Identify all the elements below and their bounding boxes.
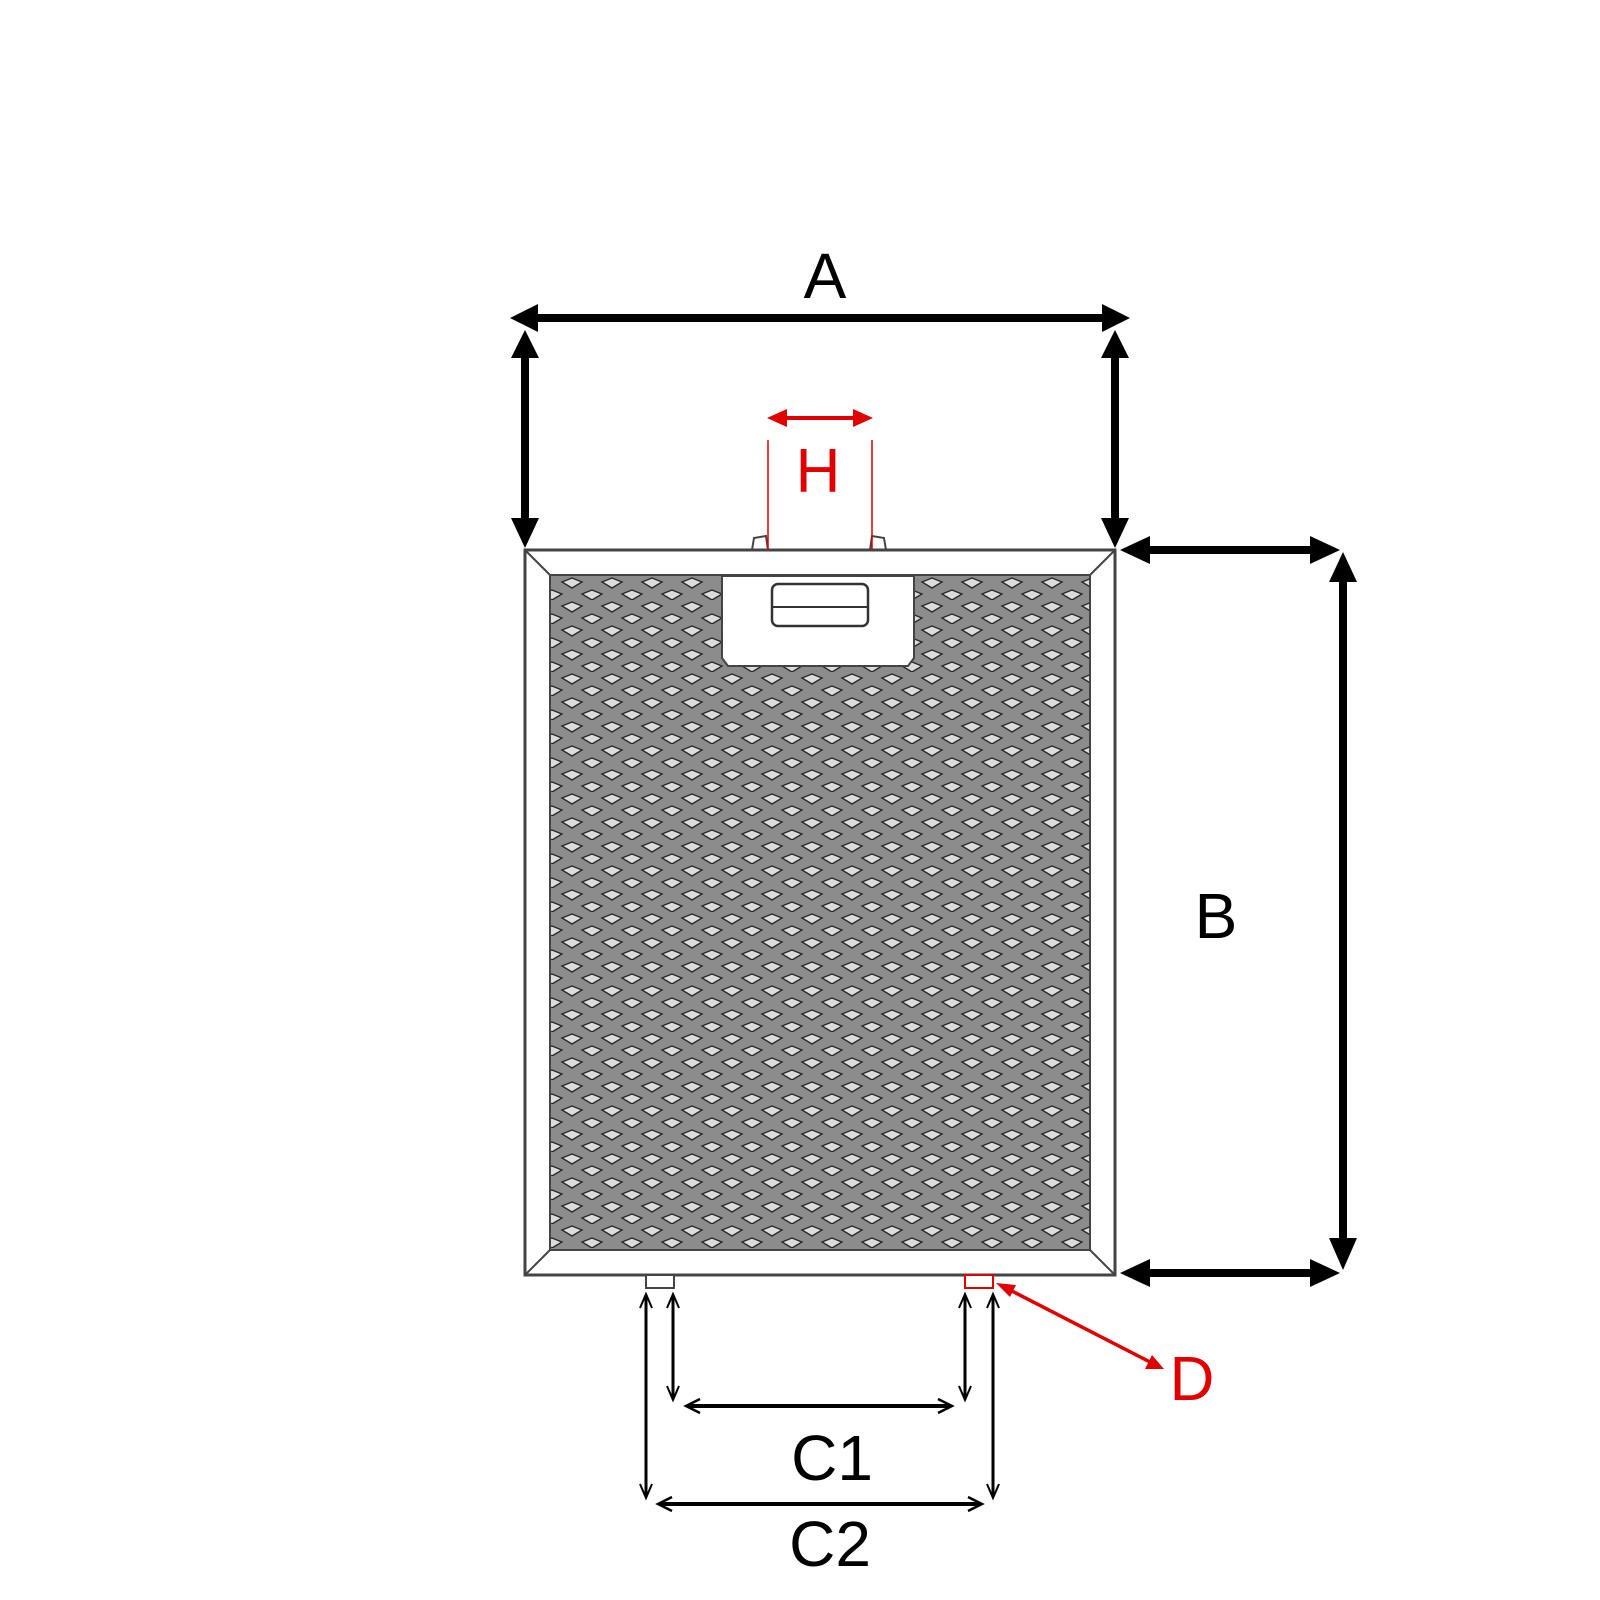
label-a: A [804,240,847,312]
label-b: B [1195,880,1238,952]
label-h: H [796,437,841,506]
mesh-panel [551,576,1089,1249]
dimension-a [510,304,1130,548]
label-c1: C1 [791,1422,873,1494]
dimension-h [767,409,873,550]
dimension-c1 [666,1291,972,1415]
handle-plate [721,575,915,667]
bottom-pin-right [964,1274,994,1289]
bottom-pin-left [645,1274,675,1289]
dimension-b [1120,536,1357,1287]
label-c2: C2 [789,1508,871,1580]
label-d: D [1170,1345,1215,1414]
dimension-c2 [639,1291,1000,1513]
pointer-d [996,1283,1164,1369]
